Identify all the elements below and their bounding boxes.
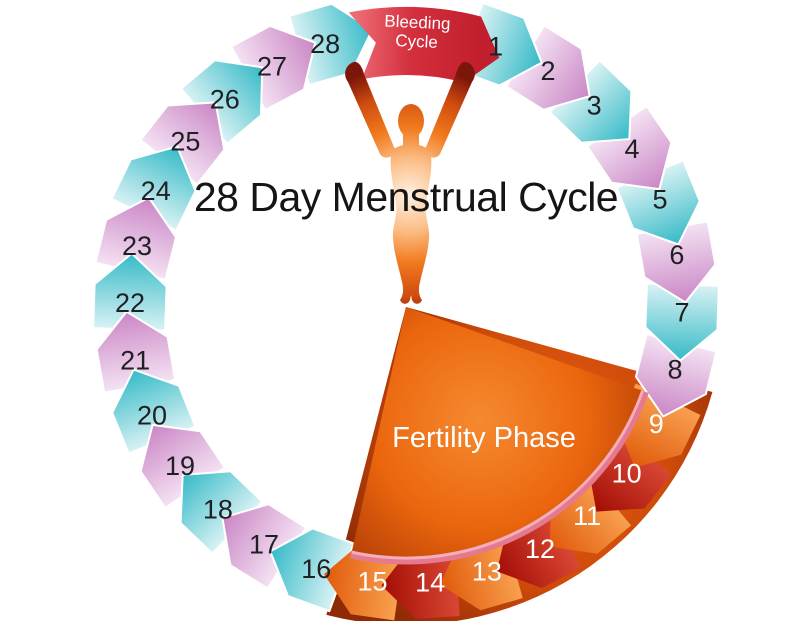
day-label-5: 5 [652,185,667,215]
day-label-21: 21 [120,346,150,376]
day-label-25: 25 [170,127,200,157]
day-label-19: 19 [165,451,195,481]
day-label-9: 9 [649,409,664,439]
day-label-28: 28 [310,29,340,59]
day-label-7: 7 [674,297,689,327]
day-label-3: 3 [587,91,602,121]
day-label-8: 8 [667,355,682,385]
figure-body [390,144,432,304]
day-label-13: 13 [472,557,502,587]
day-label-6: 6 [669,240,684,270]
day-label-18: 18 [203,495,233,525]
day-label-23: 23 [122,231,152,261]
day-label-20: 20 [137,401,167,431]
bleeding-cycle-arrow [348,7,500,83]
day-label-22: 22 [115,288,145,318]
day-label-10: 10 [612,459,642,489]
day-label-4: 4 [624,134,639,164]
day-label-11: 11 [573,501,601,531]
day-label-16: 16 [301,554,331,584]
day-label-12: 12 [525,534,555,564]
fertility-rim-arc-inner [351,390,645,560]
woman-figure [345,61,475,304]
day-label-24: 24 [141,176,171,206]
figure-left-arm [345,61,396,158]
day-label-2: 2 [540,56,555,86]
figure-right-arm [424,61,475,158]
day-label-15: 15 [357,567,387,597]
day-label-1: 1 [488,32,503,62]
day-label-26: 26 [210,85,240,115]
fertility-rim-arc [350,390,649,565]
day-label-14: 14 [415,568,445,598]
day-label-17: 17 [249,529,279,559]
day-label-27: 27 [257,51,287,81]
